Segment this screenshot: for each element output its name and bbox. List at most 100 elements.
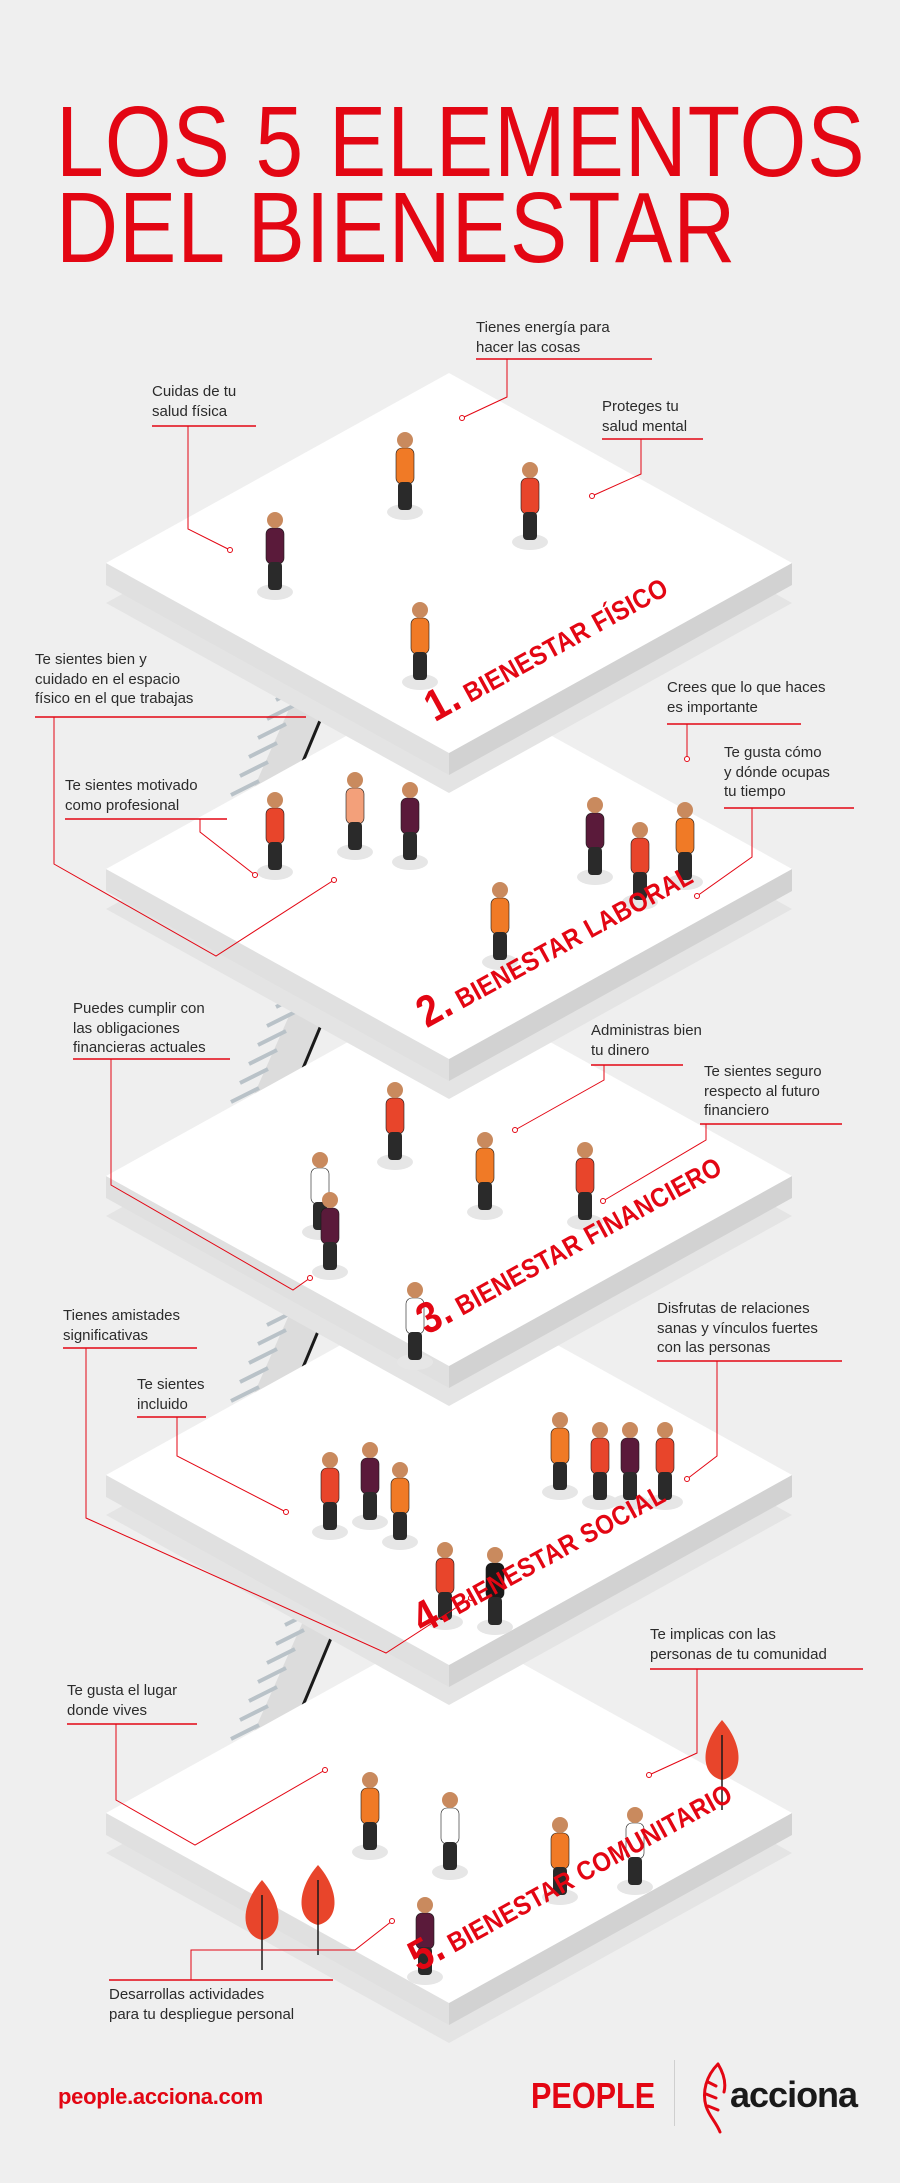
callout-connector [514,1065,605,1131]
person-head [267,512,283,528]
person-legs [478,1182,492,1210]
callout-connector [199,819,256,876]
person-illustration [392,782,428,870]
person-illustration [407,1897,443,1985]
person-illustration [512,462,548,550]
callout-connector [115,1724,326,1846]
person-illustration [382,1462,418,1550]
person-shadow [312,1524,348,1540]
person-legs [363,1492,377,1520]
person-body [265,527,285,565]
person-head [322,1452,338,1468]
stair-step [239,760,269,778]
person-legs [523,512,537,540]
platform-top [106,986,792,1366]
person-illustration [567,1142,603,1230]
title-line-1: LOS 5 ELEMENTOS [56,86,866,198]
callout-leader-line [459,358,652,421]
person-legs [578,1192,592,1220]
callout-connector [110,1059,311,1291]
person-shadow [512,534,548,550]
person-legs [623,1472,637,1500]
stair-step [257,1666,287,1684]
person-head [402,782,418,798]
person-head [412,602,428,618]
person-head [627,1807,643,1823]
person-shadow [542,1889,578,1905]
stair-step [239,1704,269,1722]
person-head [677,802,693,818]
person-illustration [622,822,658,910]
person-legs [403,832,417,860]
callout-leader-line [667,723,801,762]
person-shadow [622,894,658,910]
person-shadow [382,1534,418,1550]
person-legs [363,1822,377,1850]
stair-step [230,779,260,797]
person-shadow [582,1494,618,1510]
stair-step [257,722,287,740]
callout-dot-icon [322,1767,328,1773]
platform-laboral [106,619,792,1099]
person-legs [323,1242,337,1270]
person-body [360,1787,380,1825]
person-shadow [407,1969,443,1985]
person-head [552,1412,568,1428]
person-illustration [352,1442,388,1530]
person-legs [588,847,602,875]
person-legs [493,932,507,960]
callout-dot-icon [307,1275,313,1281]
person-illustration [257,792,293,880]
person-head [522,462,538,478]
person-legs [593,1472,607,1500]
person-body [395,447,415,485]
callout-leader-line [152,425,256,553]
person-body [265,807,285,845]
person-legs [393,1512,407,1540]
person-body [440,1807,460,1845]
person-body [590,1437,610,1475]
footer-url-link[interactable]: people.acciona.com [58,2084,263,2109]
person-head [577,1142,593,1158]
person-body [385,1097,405,1135]
person-head [552,1817,568,1833]
person-legs [678,852,692,880]
person-body [585,812,605,850]
stair-step [230,1086,260,1104]
callout-dot-icon [252,872,258,878]
callout-leader-line [646,1668,863,1778]
stair-step [230,1385,260,1403]
callout-dot-icon [589,493,595,499]
person-shadow [612,1494,648,1510]
person-shadow [397,1354,433,1370]
person-head [407,1282,423,1298]
person-body [620,1437,640,1475]
person-head [417,1897,433,1913]
callout-dot-icon [459,415,465,421]
person-shadow [482,954,518,970]
platform-right-side [449,869,792,1081]
person-illustration [312,1192,348,1280]
person-shadow [352,1514,388,1530]
stair-step [239,1067,269,1085]
platform-left-side [106,1475,449,1687]
callout-dot-icon [389,1918,395,1924]
person-illustration [387,432,423,520]
person-shadow [432,1864,468,1880]
person-body [475,1147,495,1185]
platform-left-side [106,869,449,1081]
callout-dot-icon [331,877,337,883]
person-illustration [337,772,373,860]
person-head [587,797,603,813]
person-shadow [402,674,438,690]
stair-step [266,1010,296,1028]
person-legs [553,1462,567,1490]
person-legs [633,872,647,900]
person-body [490,897,510,935]
